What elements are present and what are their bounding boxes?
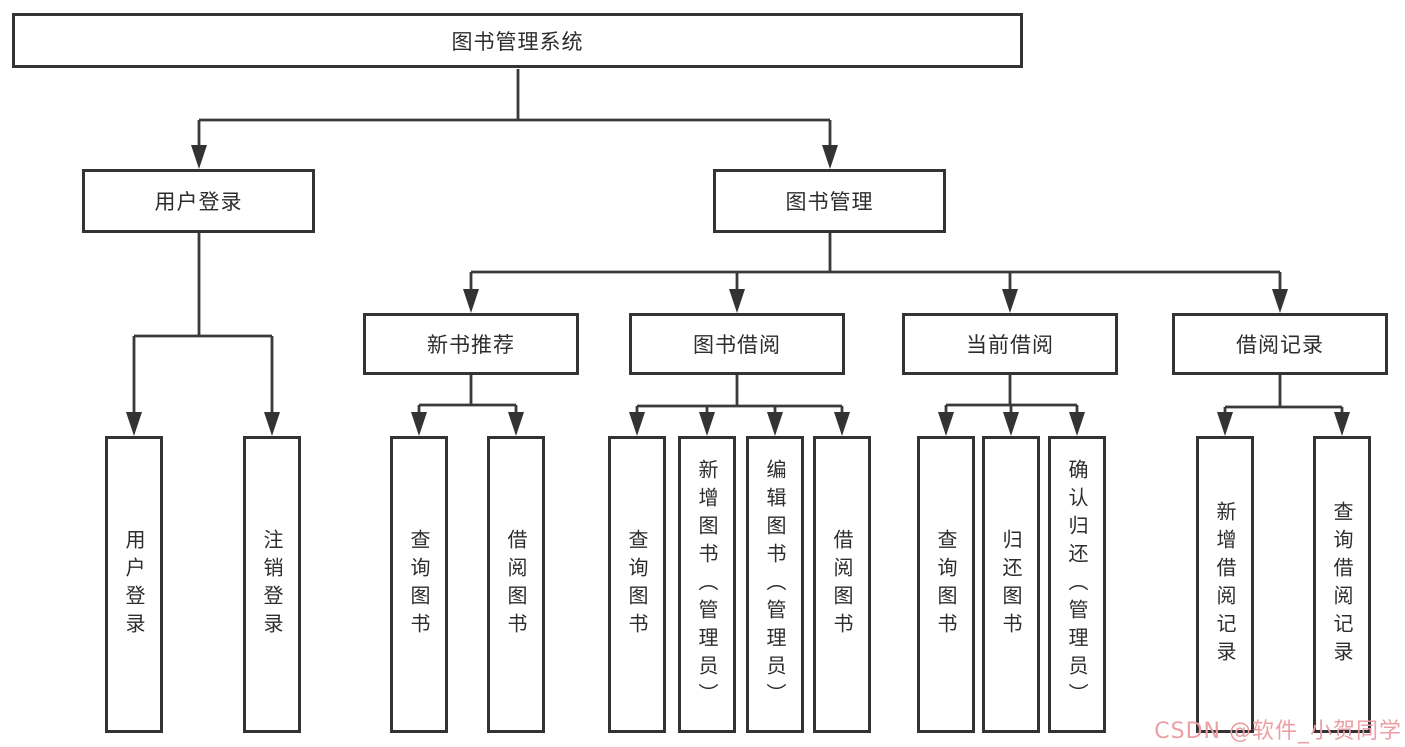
leaf-user-login: 用户登录 bbox=[105, 436, 163, 733]
node-label: 用户登录 bbox=[154, 190, 243, 214]
leaf-label: 新增借阅记录 bbox=[1213, 500, 1237, 669]
leaf-label: 编辑图书（管理员） bbox=[763, 458, 787, 711]
node-label: 新书推荐 bbox=[427, 333, 515, 357]
leaf-label: 注销登录 bbox=[260, 528, 284, 641]
leaf-query-books-current: 查询图书 bbox=[917, 436, 975, 733]
node-library-management-system: 图书管理系统 bbox=[12, 13, 1023, 68]
node-book-borrow: 图书借阅 bbox=[629, 313, 845, 375]
node-label: 图书管理系统 bbox=[451, 29, 584, 54]
node-label: 当前借阅 bbox=[966, 333, 1054, 357]
leaf-borrow-books-recommend: 借阅图书 bbox=[487, 436, 545, 733]
leaf-confirm-return-admin: 确认归还（管理员） bbox=[1048, 436, 1106, 733]
leaf-label: 确认归还（管理员） bbox=[1065, 458, 1089, 711]
leaf-borrow-books: 借阅图书 bbox=[813, 436, 871, 733]
node-current-borrow: 当前借阅 bbox=[902, 313, 1118, 375]
leaf-label: 查询借阅记录 bbox=[1330, 500, 1354, 669]
leaf-edit-books-admin: 编辑图书（管理员） bbox=[746, 436, 804, 733]
leaf-label: 查询图书 bbox=[934, 528, 958, 641]
node-label: 借阅记录 bbox=[1236, 333, 1324, 357]
node-user-login: 用户登录 bbox=[82, 169, 315, 233]
node-label: 图书借阅 bbox=[693, 333, 781, 357]
leaf-label: 借阅图书 bbox=[504, 528, 528, 641]
leaf-query-books-borrow: 查询图书 bbox=[608, 436, 666, 733]
node-book-management: 图书管理 bbox=[713, 169, 946, 233]
node-new-book-recommend: 新书推荐 bbox=[363, 313, 579, 375]
leaf-label: 新增图书（管理员） bbox=[695, 458, 719, 711]
leaf-return-books: 归还图书 bbox=[982, 436, 1040, 733]
leaf-label: 归还图书 bbox=[999, 528, 1023, 641]
leaf-label: 用户登录 bbox=[122, 528, 146, 641]
leaf-add-books-admin: 新增图书（管理员） bbox=[678, 436, 736, 733]
leaf-query-borrow-record: 查询借阅记录 bbox=[1313, 436, 1371, 733]
node-borrow-records: 借阅记录 bbox=[1172, 313, 1388, 375]
watermark: CSDN @软件_小贺同学 bbox=[1154, 719, 1402, 744]
leaf-query-books-recommend: 查询图书 bbox=[390, 436, 448, 733]
leaf-label: 查询图书 bbox=[625, 528, 649, 641]
leaf-logout: 注销登录 bbox=[243, 436, 301, 733]
node-label: 图书管理 bbox=[785, 190, 874, 214]
leaf-label: 查询图书 bbox=[407, 528, 431, 641]
leaf-add-borrow-record: 新增借阅记录 bbox=[1196, 436, 1254, 733]
leaf-label: 借阅图书 bbox=[830, 528, 854, 641]
